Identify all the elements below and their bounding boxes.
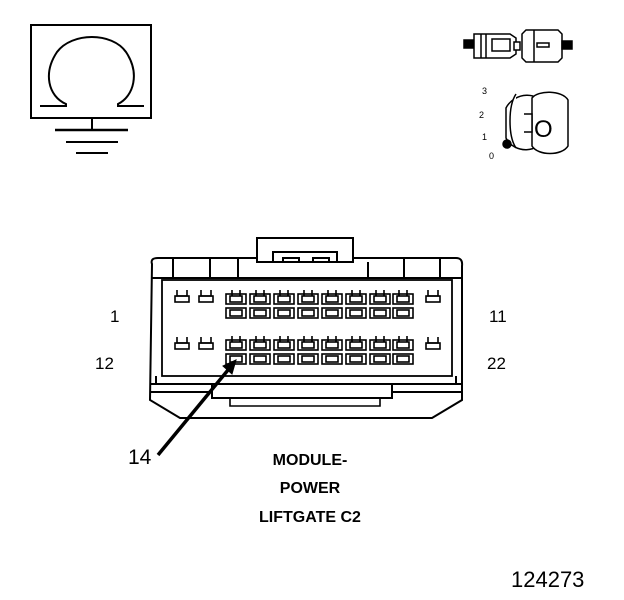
pin-cavity-top-10: [392, 290, 414, 319]
pin-cavity-bottom-20: [369, 336, 391, 365]
pin-cavity-top-7: [321, 290, 343, 319]
pin-end-bottom-13: [198, 337, 214, 350]
ignition-key-off-icon: [502, 91, 569, 155]
pin-cavity-bottom-15: [249, 336, 271, 365]
connector-name-line-2: POWER: [279, 480, 341, 497]
pin-label-12: 12: [95, 354, 114, 373]
pin-cavity-top-4: [249, 290, 271, 319]
pin-label-22: 22: [487, 354, 506, 373]
pin-label-11: 11: [489, 307, 507, 326]
pin-cavity-top-9: [369, 290, 391, 319]
pin-cavity-top-3: [225, 290, 247, 319]
connector-disconnect-icon: [463, 29, 573, 63]
pin-end-top-1: [174, 290, 190, 303]
pin-end-bottom-22: [425, 337, 441, 350]
connector-name-line-3: LIFTGATE C2: [259, 509, 361, 526]
connector-name-line-1: MODULE-: [272, 452, 348, 469]
pin-cavity-bottom-16: [273, 336, 295, 365]
figure-number: 124273: [511, 567, 585, 592]
pin-cavity-bottom-18: [321, 336, 343, 365]
pin-cavity-bottom-19: [345, 336, 367, 365]
pin-end-top-2: [198, 290, 214, 303]
key-off-mark: O: [534, 116, 553, 143]
pin-cavity-bottom-21: [392, 336, 414, 365]
pin-callout-14: 14: [128, 446, 152, 469]
key-position-1: 1: [482, 132, 488, 142]
pin-cavity-bottom-17: [297, 336, 319, 365]
key-position-0: 0: [489, 151, 495, 161]
pin-cavity-top-6: [297, 290, 319, 319]
pin-cavity-top-8: [345, 290, 367, 319]
key-position-3: 3: [482, 86, 488, 96]
pin-label-1: 1: [110, 307, 120, 326]
pin-cavities: [174, 290, 441, 365]
pin-cavity-top-5: [273, 290, 295, 319]
pin-cavity-bottom-14: [225, 336, 247, 365]
pin-end-bottom-12: [174, 337, 190, 350]
key-position-2: 2: [479, 110, 485, 120]
pin-end-top-11: [425, 290, 441, 303]
